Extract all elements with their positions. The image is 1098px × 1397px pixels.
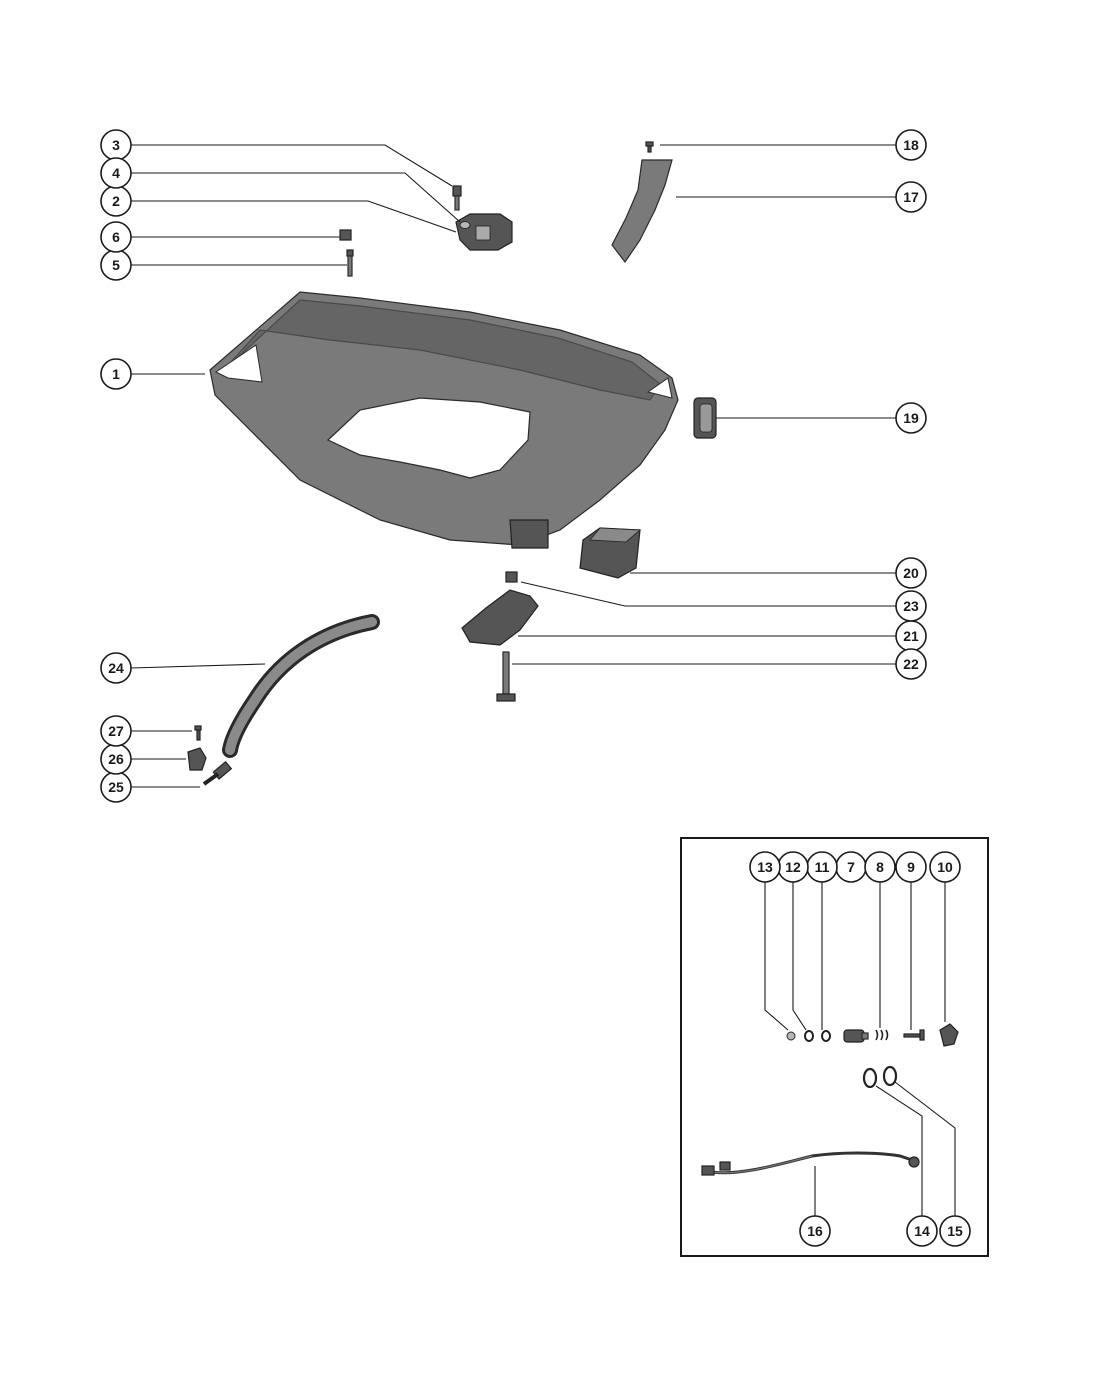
part-11-washer xyxy=(821,1030,831,1042)
svg-text:12: 12 xyxy=(785,859,801,875)
part-24-hose-fill xyxy=(225,617,377,755)
callout-23: 23 xyxy=(895,590,927,622)
callout-21: 21 xyxy=(895,620,927,652)
callout-3: 3 xyxy=(100,129,132,161)
part-14-ring xyxy=(862,1067,878,1089)
part-8-spring xyxy=(875,1029,889,1041)
part-21-bracket xyxy=(461,589,539,646)
callout-7: 7 xyxy=(835,851,867,883)
callout-18: 18 xyxy=(895,129,927,161)
part-24-hose xyxy=(222,614,380,758)
svg-text:21: 21 xyxy=(903,628,919,644)
callout-1: 1 xyxy=(100,358,132,390)
svg-text:14: 14 xyxy=(914,1223,930,1239)
callout-19: 19 xyxy=(895,402,927,434)
part-15-ring xyxy=(882,1065,898,1087)
svg-text:25: 25 xyxy=(108,779,124,795)
part-4-washer xyxy=(459,221,471,229)
callout-25: 25 xyxy=(100,771,132,803)
svg-text:6: 6 xyxy=(112,229,120,245)
svg-text:1: 1 xyxy=(112,366,120,382)
svg-text:7: 7 xyxy=(847,859,855,875)
callout-16: 16 xyxy=(799,1215,831,1247)
svg-text:9: 9 xyxy=(907,859,915,875)
callout-27: 27 xyxy=(100,715,132,747)
part-12-washer xyxy=(804,1030,814,1042)
part-25-fitting xyxy=(202,760,233,786)
callout-20: 20 xyxy=(895,557,927,589)
part-10-cap xyxy=(939,1023,959,1047)
svg-text:22: 22 xyxy=(903,656,919,672)
inset-frame xyxy=(680,837,989,1257)
svg-text:13: 13 xyxy=(757,859,773,875)
callout-13: 13 xyxy=(749,851,781,883)
svg-text:3: 3 xyxy=(112,137,120,153)
part-22-bolt xyxy=(496,651,516,702)
callout-6: 6 xyxy=(100,221,132,253)
part-6-nut xyxy=(339,229,352,241)
part-13-washer xyxy=(786,1031,796,1041)
svg-text:2: 2 xyxy=(112,193,120,209)
part-19-grommet xyxy=(693,397,717,439)
callout-11: 11 xyxy=(806,851,838,883)
svg-text:23: 23 xyxy=(903,598,919,614)
callout-5: 5 xyxy=(100,249,132,281)
callout-22: 22 xyxy=(895,648,927,680)
part-7-fitting xyxy=(843,1029,869,1043)
part-27-screw xyxy=(194,725,202,741)
callout-24: 24 xyxy=(100,652,132,684)
svg-text:20: 20 xyxy=(903,565,919,581)
callout-8: 8 xyxy=(864,851,896,883)
part-5-bolt xyxy=(346,249,354,277)
svg-text:5: 5 xyxy=(112,257,120,273)
part-23-nut xyxy=(505,571,518,583)
part-3-screw xyxy=(452,185,462,211)
callout-4: 4 xyxy=(100,157,132,189)
callout-26: 26 xyxy=(100,743,132,775)
part-17-strip xyxy=(611,159,673,264)
svg-text:17: 17 xyxy=(903,189,919,205)
part-26-clip xyxy=(187,747,207,771)
part-20-block xyxy=(579,527,642,579)
svg-text:27: 27 xyxy=(108,723,124,739)
svg-text:19: 19 xyxy=(903,410,919,426)
svg-text:24: 24 xyxy=(108,660,124,676)
callout-12: 12 xyxy=(777,851,809,883)
callout-15: 15 xyxy=(939,1215,971,1247)
part-9-pin xyxy=(903,1029,925,1041)
leader-lines xyxy=(130,144,956,1216)
svg-text:11: 11 xyxy=(815,859,830,875)
svg-text:15: 15 xyxy=(947,1223,963,1239)
part-18-screw xyxy=(645,141,654,153)
callout-14: 14 xyxy=(906,1215,938,1247)
svg-text:26: 26 xyxy=(108,751,124,767)
svg-text:18: 18 xyxy=(903,137,919,153)
svg-text:10: 10 xyxy=(937,859,953,875)
callout-17: 17 xyxy=(895,181,927,213)
callout-2: 2 xyxy=(100,185,132,217)
callout-10: 10 xyxy=(929,851,961,883)
callout-9: 9 xyxy=(895,851,927,883)
svg-text:8: 8 xyxy=(876,859,884,875)
svg-text:4: 4 xyxy=(112,165,120,181)
part-1-cowl-tray xyxy=(209,291,679,549)
part-16-wire xyxy=(701,1151,920,1176)
svg-text:16: 16 xyxy=(807,1223,823,1239)
part-2-bracket xyxy=(455,213,513,251)
